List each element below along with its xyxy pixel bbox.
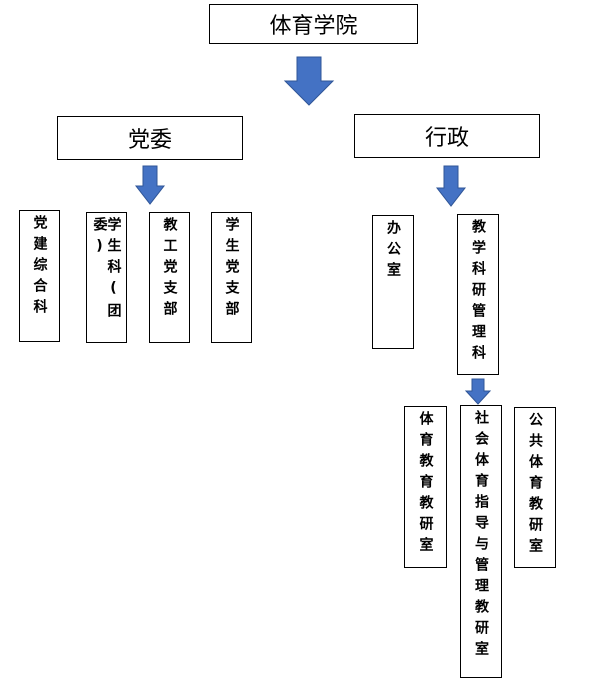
party-committee-label: 党委 bbox=[127, 128, 172, 153]
public-pe-research-office-node: 公共体育教研室 bbox=[514, 407, 556, 568]
general-office-node: 办公室 bbox=[372, 215, 414, 349]
social-sports-research-office-node: 社会体育指导与管理教研室 bbox=[460, 405, 502, 678]
administration-node: 行政 bbox=[354, 114, 540, 158]
party-building-office-node: 党建综合科 bbox=[19, 210, 60, 342]
public-pe-research-office-label: 公共体育教研室 bbox=[527, 412, 543, 559]
org-root-node: 体育学院 bbox=[209, 4, 418, 44]
org-root-label: 体育学院 bbox=[269, 14, 358, 39]
social-sports-research-office-label: 社会体育指导与管理教研室 bbox=[473, 410, 489, 662]
arrow-down-icon bbox=[464, 378, 492, 405]
pe-teaching-research-office-label: 体育教育教研室 bbox=[417, 411, 434, 558]
student-affairs-office-node: 学生科(团委) bbox=[86, 212, 127, 343]
arrow-down-icon bbox=[134, 165, 166, 205]
teaching-research-management-label: 教学科研管理科 bbox=[470, 219, 486, 366]
administration-label: 行政 bbox=[424, 126, 469, 151]
pe-teaching-research-office-node: 体育教育教研室 bbox=[404, 406, 447, 568]
faculty-party-branch-label: 教工党支部 bbox=[161, 217, 178, 322]
arrow-down-icon bbox=[435, 165, 467, 207]
faculty-party-branch-node: 教工党支部 bbox=[149, 212, 190, 343]
teaching-research-management-node: 教学科研管理科 bbox=[457, 214, 499, 375]
student-party-branch-node: 学生党支部 bbox=[211, 212, 252, 343]
arrow-down-icon bbox=[283, 56, 335, 106]
student-affairs-office-label: 学生科(团委) bbox=[91, 217, 122, 324]
party-building-office-label: 党建综合科 bbox=[31, 215, 48, 320]
student-party-branch-label: 学生党支部 bbox=[223, 217, 240, 322]
party-committee-node: 党委 bbox=[57, 116, 243, 160]
general-office-label: 办公室 bbox=[385, 220, 401, 283]
